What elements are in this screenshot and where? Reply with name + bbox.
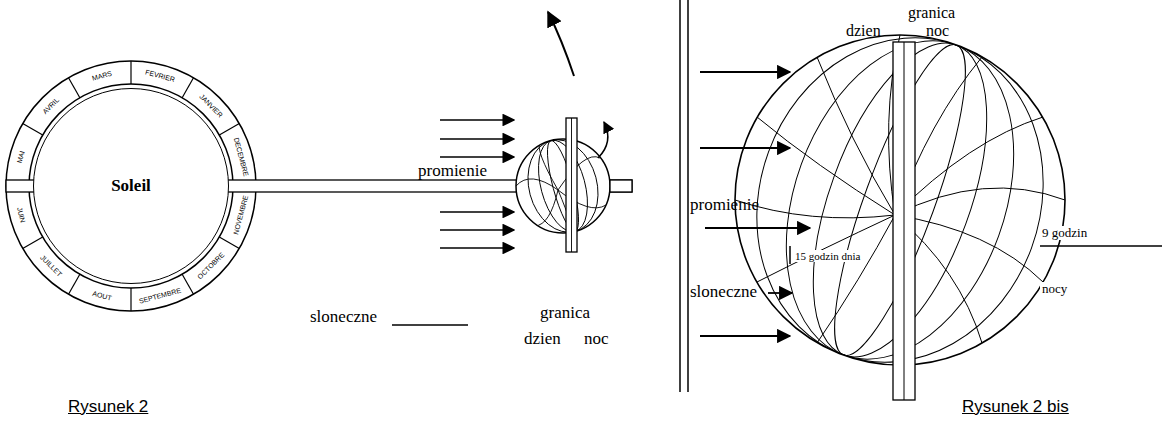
month-label: OCTOBRE (196, 251, 226, 281)
text-label: promienie (690, 196, 759, 215)
underline (392, 324, 468, 326)
month-label: JANVIER (198, 93, 224, 119)
month-label: AOUT (91, 289, 112, 301)
text-label: granica (908, 4, 955, 22)
earth-small (516, 118, 632, 252)
divider (679, 0, 681, 392)
text-label: dzien (524, 330, 561, 349)
month-label: NOVEMBRE (232, 195, 250, 236)
month-label: MARS (91, 70, 113, 83)
figure-caption: Rysunek 2 (68, 398, 148, 417)
text-label: sloneczne (310, 308, 377, 327)
text-label: dzien (846, 22, 881, 40)
earth-large (712, 0, 1088, 403)
month-label: FEVRIER (145, 69, 176, 84)
divider (687, 0, 689, 392)
rotation-arrow (548, 12, 574, 76)
tick (789, 246, 791, 264)
text-label: sloneczne (690, 283, 757, 302)
leader-line (1040, 245, 1162, 246)
text-label: granica (540, 304, 590, 323)
sun-circle: Soleil (33, 88, 229, 284)
text-label: promienie (418, 162, 487, 181)
month-label: AVRIL (41, 96, 60, 115)
text-label: noc (926, 22, 949, 40)
text-label: noc (584, 330, 609, 349)
sun-label: Soleil (111, 176, 151, 196)
month-label: DECEMBRE (232, 136, 250, 176)
month-label: JUIN (16, 207, 27, 224)
text-label: 15 godzin dnia (793, 250, 862, 262)
month-label: MAI (16, 150, 27, 164)
text-label: 9 godzin (1040, 226, 1089, 240)
text-label: nocy (1040, 282, 1069, 296)
figure-caption: Rysunek 2 bis (962, 398, 1069, 417)
rotation-arrow (598, 122, 608, 158)
sun-rays (440, 120, 514, 248)
month-ring (6, 61, 256, 311)
